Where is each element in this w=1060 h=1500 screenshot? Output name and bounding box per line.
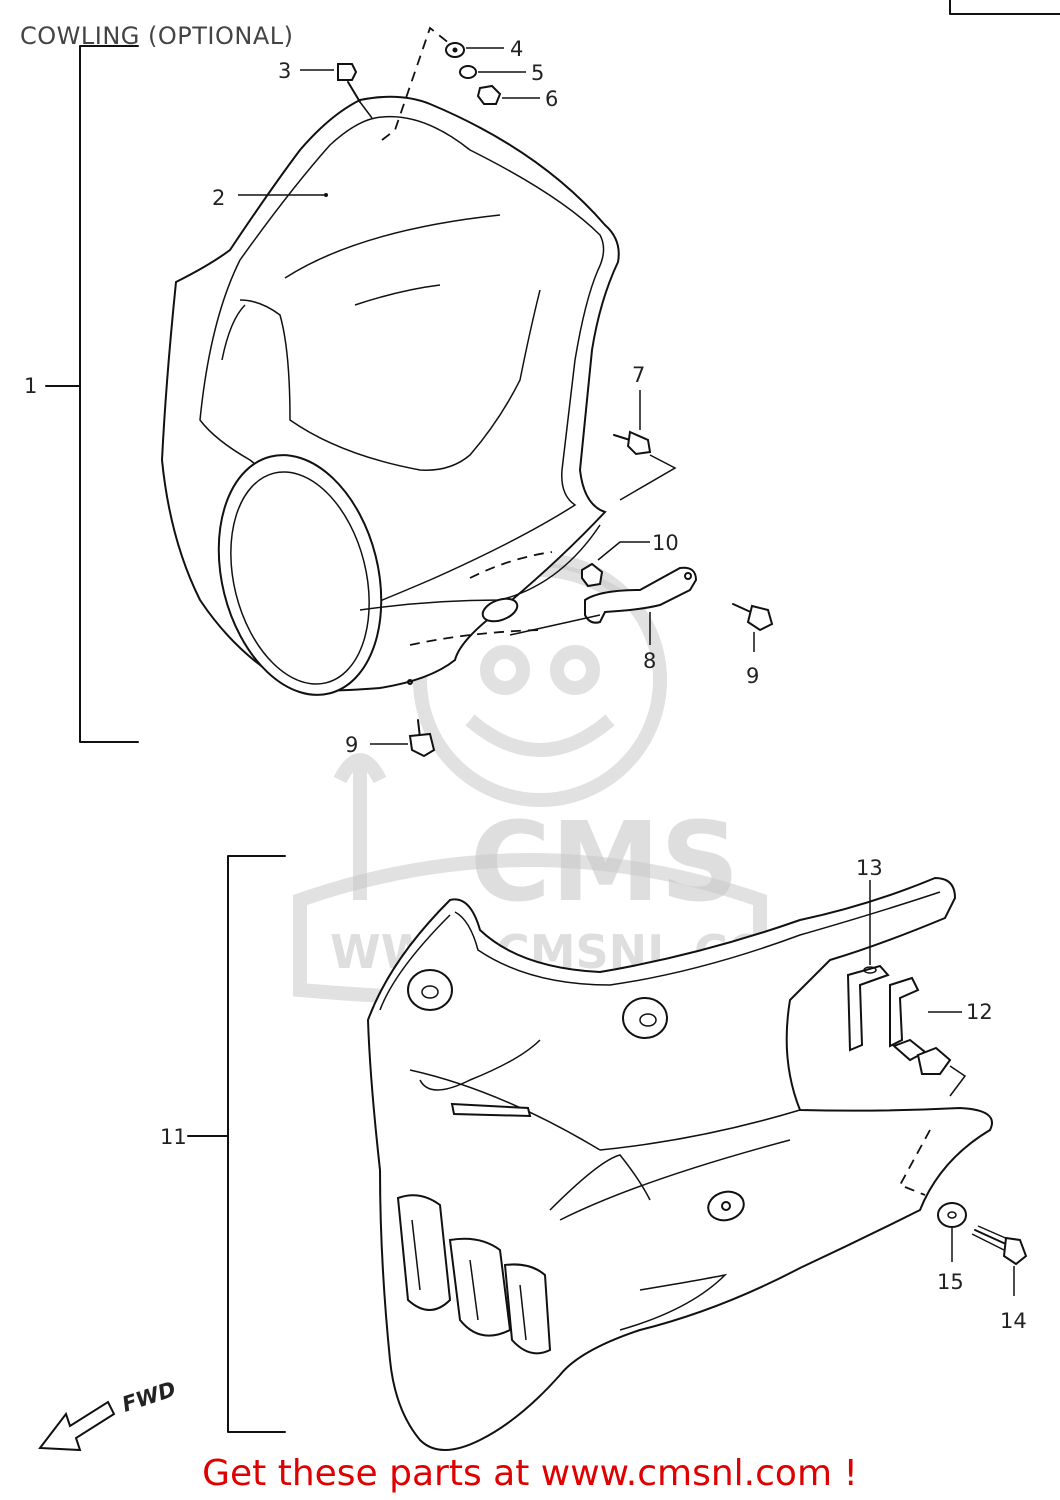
bracket-12 — [889, 976, 967, 1097]
callout-9-lower: 9 — [345, 733, 358, 757]
group-bracket-1 — [79, 45, 139, 743]
washer-15 — [937, 1202, 967, 1262]
callout-4: 4 — [510, 37, 523, 61]
callout-3: 3 — [278, 59, 291, 83]
nut-10 — [581, 541, 650, 588]
bracket-13 — [846, 880, 890, 1052]
callout-13: 13 — [856, 856, 883, 880]
guide-4-6 — [381, 26, 456, 141]
page-title: COWLING (OPTIONAL) — [20, 22, 294, 50]
callout-9-right: 9 — [746, 664, 759, 688]
lower-cowl — [366, 876, 993, 1451]
group-bracket-11 — [227, 855, 286, 1433]
fwd-label: FWD — [119, 1377, 179, 1417]
callout-14: 14 — [1000, 1309, 1027, 1333]
callout-2: 2 — [212, 186, 225, 210]
callout-10: 10 — [652, 531, 679, 555]
screw-9-lower — [370, 719, 436, 758]
fwd-arrow-icon — [38, 1400, 116, 1452]
washer-4 — [445, 42, 504, 58]
screw-3 — [300, 63, 373, 119]
watermark-brand: CMS — [470, 798, 739, 926]
callout-6: 6 — [545, 87, 558, 111]
washer-5 — [459, 65, 526, 79]
frame-corner — [949, 0, 1060, 15]
screw-9-right — [732, 603, 774, 652]
screw-7 — [613, 390, 677, 501]
callout-11: 11 — [160, 1125, 187, 1149]
bracket-8 — [509, 566, 698, 645]
callout-12: 12 — [966, 1000, 993, 1024]
upper-cowl — [160, 95, 620, 696]
callout-8: 8 — [643, 649, 656, 673]
callout-15: 15 — [937, 1270, 964, 1294]
footer-link-text[interactable]: Get these parts at www.cmsnl.com ! — [202, 1453, 858, 1494]
nut-6 — [476, 84, 540, 105]
screw-14 — [971, 1225, 1028, 1296]
callout-7: 7 — [632, 363, 645, 387]
callout-1: 1 — [24, 374, 37, 398]
callout-5: 5 — [531, 61, 544, 85]
